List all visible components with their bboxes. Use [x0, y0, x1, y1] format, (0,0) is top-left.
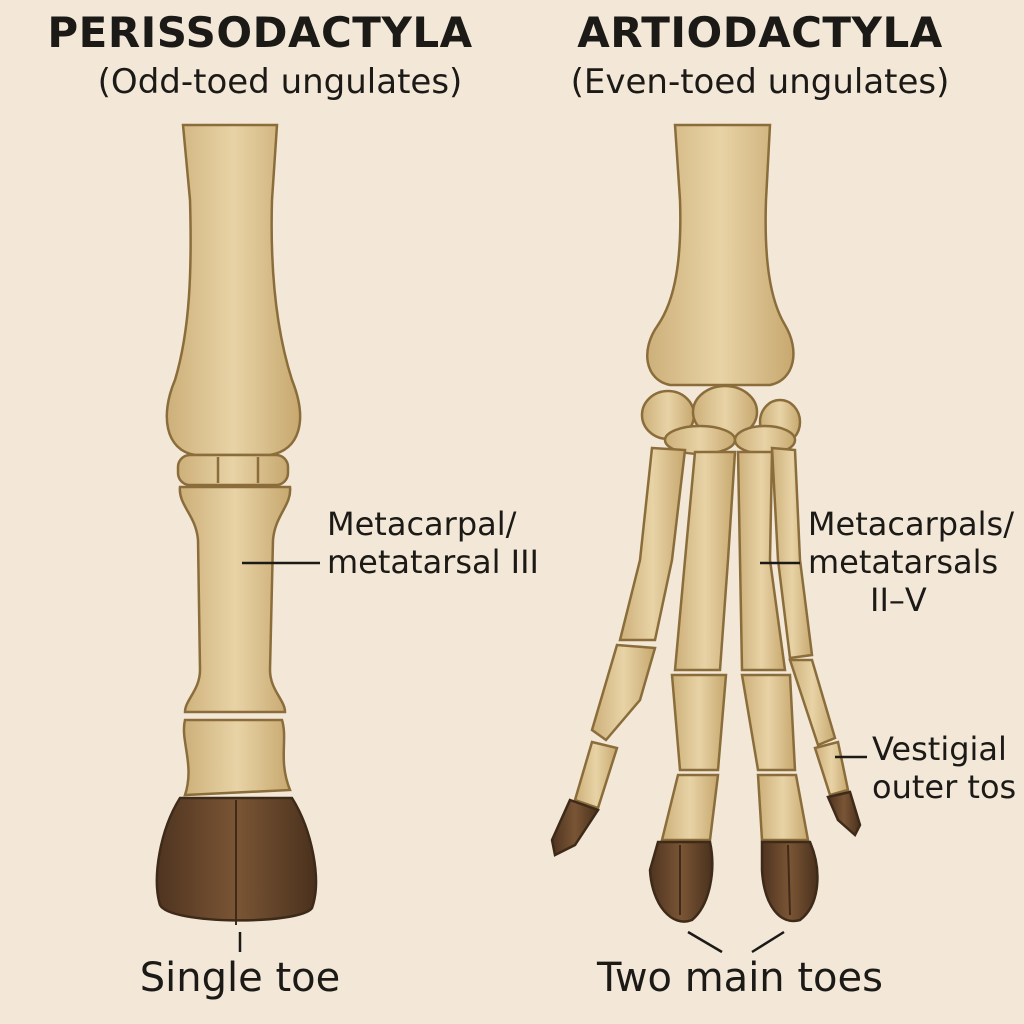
vestigial-hoof-right [826, 790, 862, 838]
metacarpal-iii-bone [178, 485, 292, 714]
two-toes-pointer-right [751, 930, 785, 954]
perissodactyla-title: PERISSODACTYLA [47, 8, 473, 57]
radius-bone [165, 123, 302, 457]
metacarpals-label: Metacarpals/ metatarsals II–V [804, 505, 1014, 619]
metacarpal-iii-label-line1: Metacarpal/ [327, 505, 517, 543]
artiodactyl-limb [550, 123, 862, 923]
digit-v [770, 446, 862, 838]
pastern-bone [182, 718, 292, 797]
artiodactyla-subtitle: (Even-toed ungulates) [570, 62, 950, 102]
metacarpals-label-line3: II–V [870, 581, 927, 619]
main-hoof-left [648, 840, 714, 923]
carpal-bones [176, 453, 290, 487]
vestigial-label-line2: outer tos [872, 768, 1017, 806]
vestigial-hoof-left [550, 798, 600, 857]
two-main-toes-label: Two main toes [597, 955, 883, 1001]
two-toes-pointer-left [687, 930, 723, 954]
artiodactyla-title: ARTIODACTYLA [577, 8, 943, 57]
metacarpal-iii-label-line2: metatarsal III [327, 543, 539, 581]
perissodactyl-limb [155, 123, 318, 925]
single-toe-label: Single toe [139, 955, 341, 1001]
digit-ii [550, 446, 687, 857]
perissodactyla-subtitle: (Odd-toed ungulates) [97, 62, 463, 102]
metacarpal-iii-label: Metacarpal/ metatarsal III [327, 505, 539, 581]
digit-iv [736, 450, 819, 923]
digit-iii [648, 450, 737, 923]
vestigial-toes-label: Vestigial outer tos [872, 730, 1016, 806]
upper-limb-bone [646, 123, 795, 387]
carpal-bones [640, 384, 802, 456]
vestigial-label-line1: Vestigial [872, 730, 1007, 768]
metacarpals-label-line2: metatarsals [808, 543, 999, 581]
metacarpals-label-line1: Metacarpals/ [807, 505, 1014, 543]
